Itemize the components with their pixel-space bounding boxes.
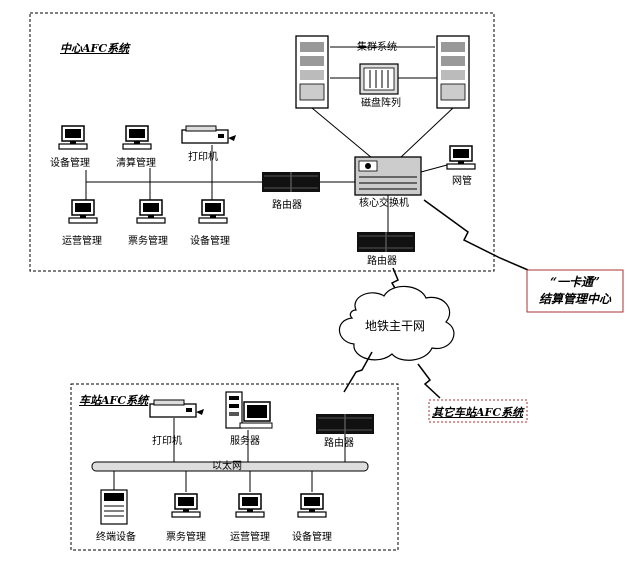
equip-mgmt-bottom-label: 设备管理 — [190, 236, 230, 247]
link-backbone-to-other — [417, 363, 441, 399]
equip-mgmt-top-label: 设备管理 — [50, 158, 90, 169]
station-equip-label: 设备管理 — [292, 532, 332, 543]
printer-station — [149, 399, 205, 418]
ykt-box — [526, 269, 624, 313]
disk-array-label: 磁盘阵列 — [361, 98, 401, 109]
central-afc-boundary — [29, 12, 495, 272]
router-station-label: 路由器 — [324, 438, 354, 449]
router-center-label: 路由器 — [272, 200, 302, 211]
printer-central — [181, 125, 237, 144]
pc-station-equip — [297, 493, 327, 518]
pc-ticket-mgmt — [136, 199, 166, 224]
link-to-ykt — [423, 199, 529, 271]
pc-clearing-mgmt — [122, 125, 152, 150]
router-station — [315, 413, 375, 435]
clearing-mgmt-label: 清算管理 — [116, 158, 156, 169]
ethernet-label: 以太网 — [212, 461, 242, 472]
server-label: 服务器 — [230, 436, 260, 447]
pc-equip-mgmt-top — [58, 125, 88, 150]
pc-equip-mgmt-bottom — [198, 199, 228, 224]
link-backbone-to-station — [343, 351, 373, 393]
station-ticket-label: 票务管理 — [166, 532, 206, 543]
router-center — [261, 171, 321, 193]
terminal-device — [100, 489, 128, 525]
cluster-server-left — [295, 35, 329, 109]
network-mgmt-pc — [446, 145, 476, 170]
station-ops-label: 运营管理 — [230, 532, 270, 543]
printer-station-label: 打印机 — [152, 436, 182, 447]
ticket-mgmt-label: 票务管理 — [128, 236, 168, 247]
network-mgmt-label: 网管 — [452, 176, 472, 187]
ethernet-bus — [91, 461, 369, 472]
pc-station-ticket — [171, 493, 201, 518]
disk-array — [359, 63, 399, 95]
terminal-label: 终端设备 — [96, 532, 136, 543]
other-station-box — [428, 399, 528, 423]
printer-central-label: 打印机 — [188, 152, 218, 163]
pc-ops-mgmt — [68, 199, 98, 224]
station-afc-boundary — [70, 383, 399, 551]
ops-mgmt-label: 运营管理 — [62, 236, 102, 247]
core-switch — [354, 156, 422, 196]
station-afc-title: 车站AFC系统 — [79, 394, 149, 407]
cluster-label: 集群系统 — [357, 42, 397, 53]
router-below-switch — [356, 231, 416, 253]
other-station-label: 其它车站AFC系统 — [432, 406, 524, 419]
backbone-cloud — [338, 285, 455, 361]
ykt-line1: “一卡通” — [550, 275, 600, 289]
core-switch-label: 核心交换机 — [359, 198, 409, 209]
ykt-line2: 结算管理中心 — [538, 292, 611, 306]
cluster-server-right — [436, 35, 470, 109]
pc-station-ops — [235, 493, 265, 518]
central-afc-title: 中心AFC系统 — [60, 42, 130, 55]
backbone-label: 地铁主干网 — [365, 319, 426, 333]
router-below-label: 路由器 — [367, 256, 397, 267]
server-station — [225, 391, 273, 429]
